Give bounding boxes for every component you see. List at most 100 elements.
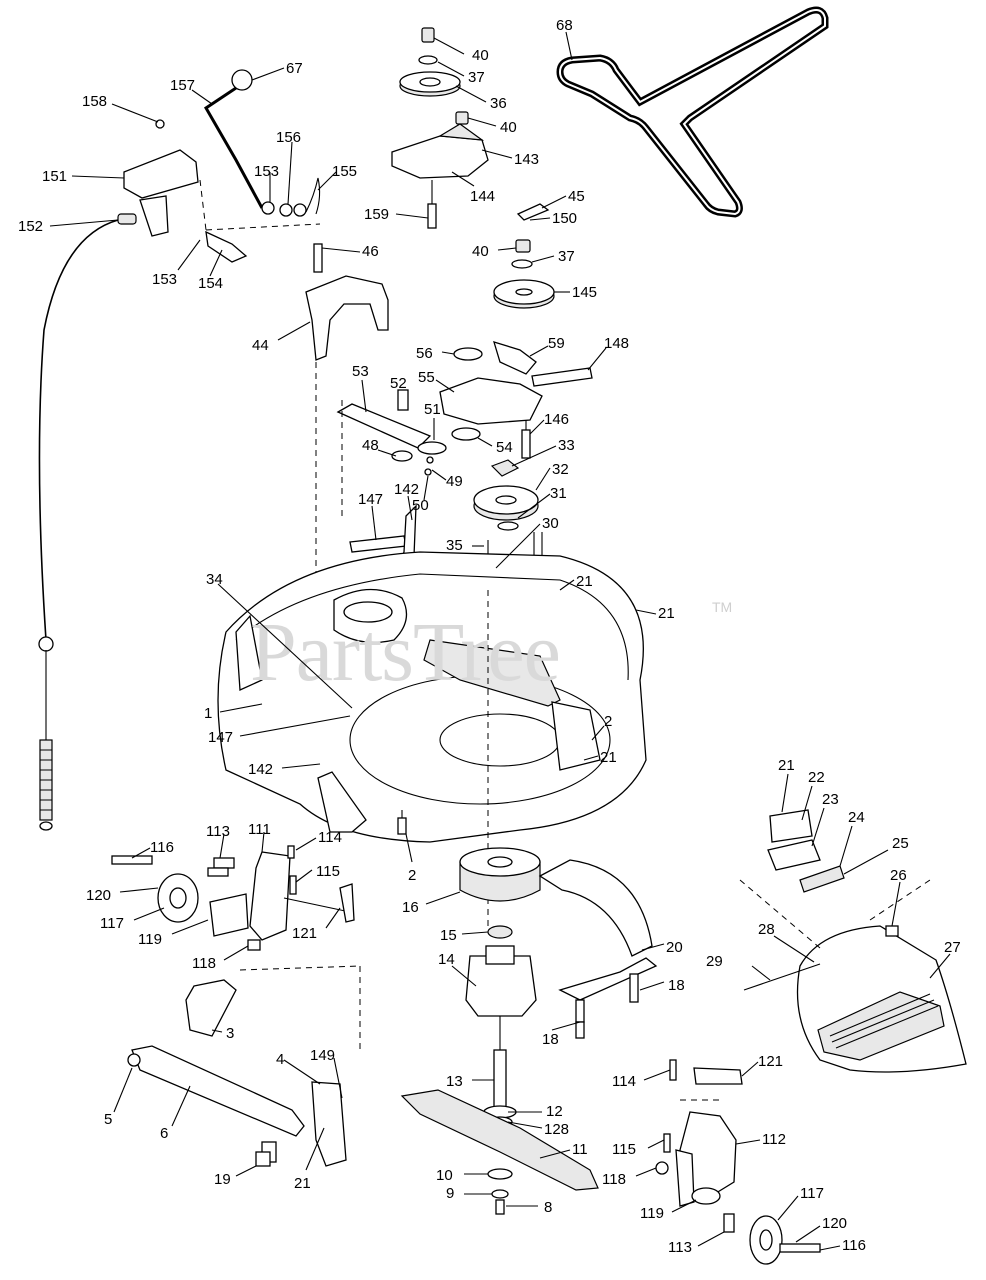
part-label: 147 — [358, 491, 383, 508]
part-label: 22 — [808, 769, 825, 786]
part-label: 51 — [424, 401, 441, 418]
part-label: 146 — [544, 411, 569, 428]
part-label: 150 — [552, 210, 577, 227]
part-label: 158 — [82, 93, 107, 110]
mower-deck — [217, 551, 647, 930]
part-label: 9 — [446, 1185, 454, 1202]
part-label: 67 — [286, 60, 303, 77]
control-cable — [38, 213, 137, 831]
part-label: 154 — [198, 275, 223, 292]
part-label: 156 — [276, 129, 301, 146]
part-label: 44 — [252, 337, 269, 354]
part-label: 68 — [556, 17, 573, 34]
part-label: 8 — [544, 1199, 552, 1216]
right-gauge-wheel — [675, 1067, 821, 1265]
part-label: 114 — [612, 1073, 636, 1090]
part-label: 31 — [550, 485, 567, 502]
left-gauge-wheel — [111, 851, 355, 951]
part-label: 59 — [548, 335, 565, 352]
part-label: 113 — [668, 1239, 692, 1256]
part-label: 45 — [568, 188, 585, 205]
part-label: 145 — [572, 284, 597, 301]
part-label: 128 — [544, 1121, 569, 1138]
part-label: 115 — [612, 1141, 636, 1158]
part-label: 30 — [542, 515, 559, 532]
watermark: PartsTree TM — [250, 599, 732, 699]
part-label: 52 — [390, 375, 407, 392]
part-label: 114 — [318, 829, 342, 846]
part-label: 25 — [892, 835, 909, 852]
part-label: 120 — [86, 887, 111, 904]
part-label: 26 — [890, 867, 907, 884]
part-label: 10 — [436, 1167, 453, 1184]
part-label: 142 — [248, 761, 273, 778]
part-label: 40 — [500, 119, 517, 136]
part-label: 119 — [138, 931, 162, 948]
part-label: 4 — [276, 1051, 284, 1068]
part-label: 112 — [762, 1131, 786, 1148]
part-label: 49 — [446, 473, 463, 490]
upper-idler-stack — [399, 27, 469, 125]
part-label: 120 — [822, 1215, 847, 1232]
part-label: 144 — [470, 188, 495, 205]
part-label: 151 — [42, 168, 67, 185]
part-label: 155 — [332, 163, 357, 180]
part-label: 21 — [778, 757, 795, 774]
part-label: 142 — [394, 481, 419, 498]
part-label: 18 — [668, 977, 685, 994]
part-label: 21 — [658, 605, 675, 622]
part-label: 14 — [438, 951, 455, 968]
part-label: 40 — [472, 243, 489, 260]
lift-lever-assembly — [123, 69, 321, 263]
mower-blade — [400, 1089, 599, 1215]
callout-labels: 68 40 37 36 40 67 157 158 151 156 153 15… — [18, 17, 961, 1256]
spindle-assembly — [459, 847, 541, 1128]
part-label: 118 — [192, 955, 216, 972]
part-label: 116 — [842, 1237, 866, 1254]
part-label: 113 — [206, 823, 230, 840]
part-label: 11 — [572, 1141, 588, 1158]
part-label: 152 — [18, 218, 43, 235]
part-label: 15 — [440, 927, 457, 944]
drive-belt — [556, 6, 829, 218]
part-label: 37 — [468, 69, 485, 86]
part-label: 121 — [758, 1053, 783, 1070]
part-label: 159 — [364, 206, 389, 223]
part-label: 153 — [254, 163, 279, 180]
part-label: 19 — [214, 1171, 231, 1188]
idler-bracket — [391, 123, 489, 229]
watermark-text: PartsTree — [250, 606, 560, 699]
part-label: 37 — [558, 248, 575, 265]
part-label: 36 — [490, 95, 507, 112]
part-label: 6 — [160, 1125, 168, 1142]
part-label: 111 — [248, 821, 271, 838]
part-label: 157 — [170, 77, 195, 94]
part-label: 1 — [204, 705, 212, 722]
part-label: 116 — [150, 839, 174, 856]
part-label: 56 — [416, 345, 433, 362]
part-label: 118 — [602, 1171, 626, 1188]
part-label: 55 — [418, 369, 435, 386]
part-label: 27 — [944, 939, 961, 956]
part-label: 24 — [848, 809, 865, 826]
part-label: 18 — [542, 1031, 559, 1048]
part-label: 121 — [292, 925, 317, 942]
part-label: 117 — [800, 1185, 824, 1202]
baffle-strap — [538, 859, 658, 1023]
part-label: 3 — [226, 1025, 234, 1042]
part-label: 33 — [558, 437, 575, 454]
part-label: 46 — [362, 243, 379, 260]
spring-arm — [349, 504, 417, 593]
part-label: 53 — [352, 363, 369, 380]
part-label: 143 — [514, 151, 539, 168]
part-label: 5 — [104, 1111, 112, 1128]
part-label: 29 — [706, 953, 723, 970]
part-label: 34 — [206, 571, 223, 588]
part-label: 28 — [758, 921, 775, 938]
leader-lines — [49, 31, 951, 1251]
drawings — [38, 6, 967, 1265]
part-label: 21 — [294, 1175, 311, 1192]
part-label: 40 — [472, 47, 489, 64]
idler-arm — [493, 203, 555, 309]
